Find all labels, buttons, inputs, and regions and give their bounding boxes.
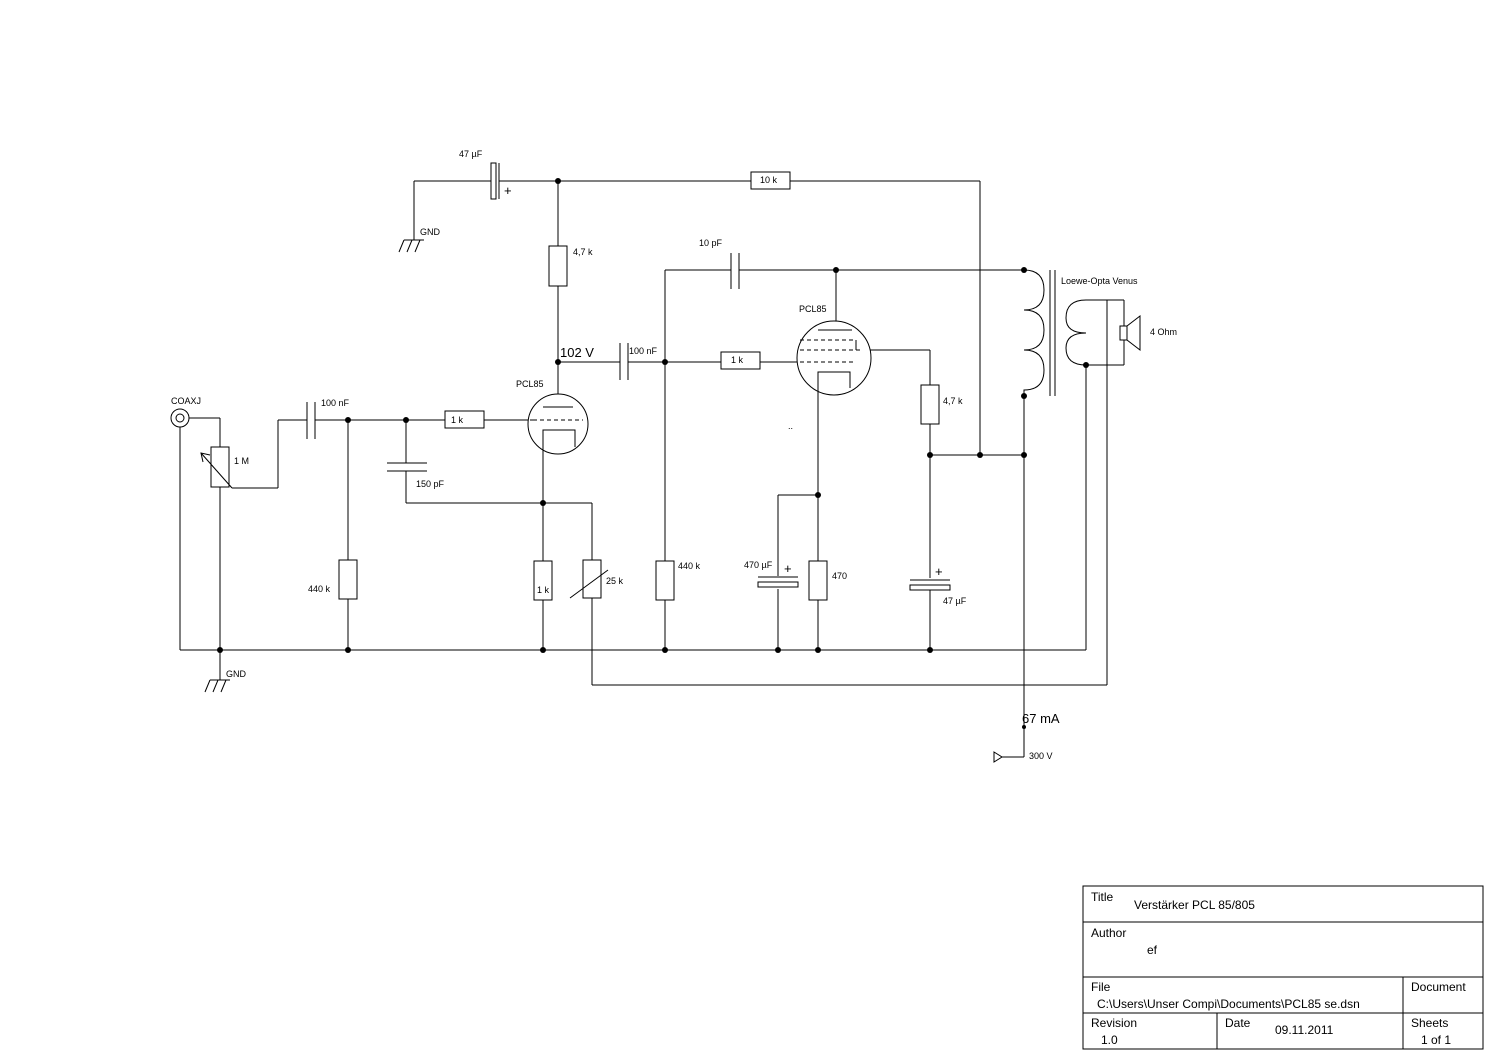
wires [179, 180, 1125, 758]
junction [540, 500, 546, 506]
supply-arrow-icon [993, 751, 1003, 763]
junction [1021, 452, 1027, 458]
file-value: C:\Users\Unser Compi\Documents\PCL85 se.… [1097, 997, 1360, 1011]
label-gnd-bottom: GND [226, 669, 247, 679]
resistor-1k-grid1 [444, 410, 485, 429]
junction [815, 492, 821, 498]
component-labels: 47 µF + GND 10 k 4,7 k 10 pF Loewe-Opta … [171, 149, 1177, 761]
cap-47uf-top [490, 162, 500, 200]
ground-symbol-top-icon [398, 239, 424, 253]
pot-1m [200, 446, 233, 489]
label-r-1k-cathode: 1 k [537, 585, 550, 595]
resistor-440k-a [338, 559, 358, 600]
junction [540, 647, 546, 653]
date-value: 09.11.2011 [1275, 1023, 1334, 1037]
label-c-top: 47 µF [459, 149, 483, 159]
cap-10pf [730, 253, 740, 289]
junction [662, 647, 668, 653]
title-block: Title Verstärker PCL 85/805 Author ef Fi… [1082, 885, 1484, 1050]
resistor-440k-b [655, 560, 675, 601]
label-pot-25k: 25 k [606, 576, 624, 586]
label-plus-top: + [504, 183, 512, 198]
label-c-150pf: 150 pF [416, 479, 445, 489]
junction [555, 359, 561, 365]
label-r-440k-b: 440 k [678, 561, 701, 571]
label-r-4k7-right: 4,7 k [943, 396, 963, 406]
coax-connector-icon [170, 408, 221, 447]
document-label: Document [1411, 980, 1466, 994]
output-transformer [1023, 269, 1107, 396]
label-c-470uf: 470 µF [744, 560, 773, 570]
date-label: Date [1225, 1016, 1251, 1030]
resistor-4k7-top [548, 245, 568, 287]
label-pot-1m: 1 M [234, 456, 249, 466]
resistor-1k-cathode [533, 560, 553, 601]
label-r-4k7-top: 4,7 k [573, 247, 593, 257]
title-label: Title [1091, 890, 1114, 904]
pot-25k [569, 559, 609, 599]
label-dots: .. [788, 421, 793, 431]
cap-100nf-a [306, 402, 316, 439]
resistor-1k-grid2 [720, 351, 761, 370]
junction [775, 647, 781, 653]
author-value: ef [1147, 943, 1158, 957]
label-current: 67 mA [1022, 711, 1060, 726]
junction [662, 359, 668, 365]
junction [833, 267, 839, 273]
cap-150pf [387, 462, 427, 472]
tube-pcl85-1 [527, 393, 589, 455]
label-r-1k-grid1: 1 k [451, 415, 464, 425]
resistor-4k7-right [920, 384, 940, 425]
junction [345, 417, 351, 423]
junction [217, 647, 223, 653]
label-c-100nf-a: 100 nF [321, 398, 350, 408]
cap-47uf-right [909, 579, 951, 591]
junction [977, 452, 983, 458]
label-r-1k-grid2: 1 k [731, 355, 744, 365]
ground-symbol-bottom-icon [204, 679, 230, 693]
sheets-label: Sheets [1411, 1016, 1448, 1030]
label-supply: 300 V [1029, 751, 1053, 761]
title-value: Verstärker PCL 85/805 [1134, 898, 1255, 912]
junction [403, 417, 409, 423]
label-voltage-102: 102 V [560, 345, 594, 360]
junction [345, 647, 351, 653]
label-coax: COAXJ [171, 396, 201, 406]
speaker-icon [1119, 314, 1141, 352]
label-r-470: 470 [832, 571, 847, 581]
file-label: File [1091, 980, 1111, 994]
cap-470uf [757, 576, 799, 588]
tube-pcl85-2 [796, 320, 872, 396]
resistors [338, 171, 940, 601]
label-gnd-top: GND [420, 227, 441, 237]
author-label: Author [1091, 926, 1126, 940]
label-speaker: 4 Ohm [1150, 327, 1177, 337]
junction [555, 178, 561, 184]
junction [927, 452, 933, 458]
label-transformer: Loewe-Opta Venus [1061, 276, 1138, 286]
label-c-100nf-b: 100 nF [629, 346, 658, 356]
label-r-440k-a: 440 k [308, 584, 331, 594]
junction [1022, 725, 1026, 729]
resistor-470 [808, 560, 828, 601]
label-tube1: PCL85 [516, 379, 544, 389]
label-r-10k: 10 k [760, 175, 778, 185]
label-plus-47uf: + [935, 564, 943, 579]
junction [815, 647, 821, 653]
label-tube2: PCL85 [799, 304, 827, 314]
cap-100nf-b [619, 343, 629, 380]
sheets-value: 1 of 1 [1421, 1033, 1451, 1047]
label-c-10pf: 10 pF [699, 238, 723, 248]
revision-value: 1.0 [1101, 1033, 1118, 1047]
revision-label: Revision [1091, 1016, 1137, 1030]
junction [927, 647, 933, 653]
label-plus-470uf: + [784, 561, 792, 576]
resistor-10k [750, 171, 791, 190]
label-c-47uf-b: 47 µF [943, 596, 967, 606]
